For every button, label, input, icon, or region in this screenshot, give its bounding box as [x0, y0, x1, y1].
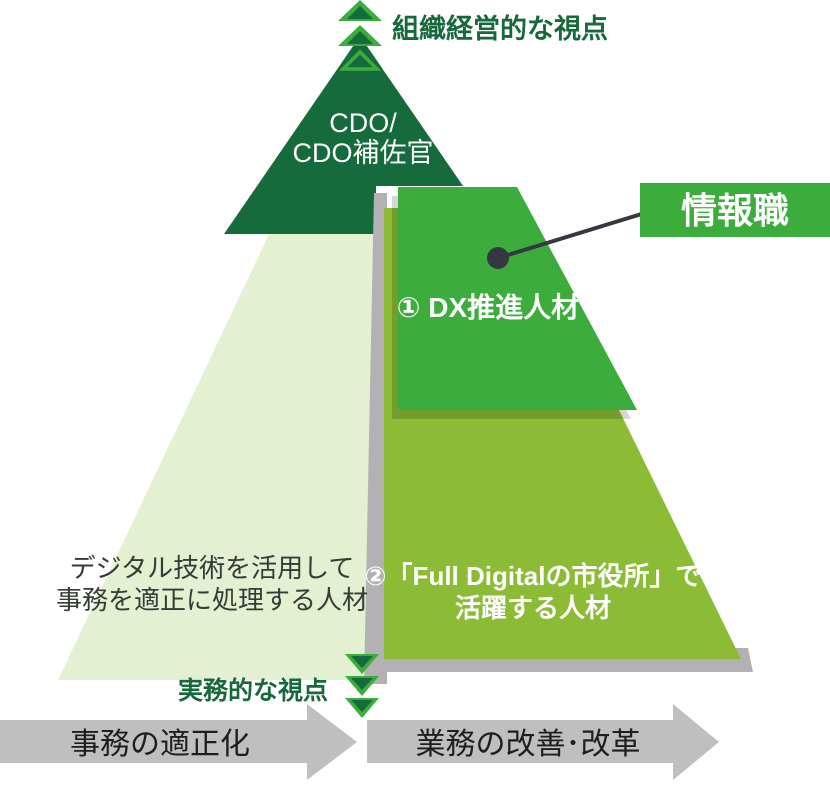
base-talent-label-line2: 事務を適正に処理する人材: [56, 585, 368, 615]
cdo-label-line1: CDO/: [329, 108, 397, 138]
full-digital-label-line2: 活躍する人材: [455, 593, 611, 623]
down-arrow-3-inner-icon: [351, 700, 373, 712]
dx-layer: [398, 187, 637, 410]
base-talent-label-line1: デジタル技術を活用して: [70, 553, 355, 583]
down-arrow-1-inner-icon: [351, 656, 373, 668]
up-arrow-2-inner-icon: [347, 31, 373, 44]
callout-label: 情報職: [681, 190, 789, 231]
dx-talent-label: ① DX推進人材: [397, 292, 579, 323]
left-flow-arrow-label: 事務の適正化: [70, 728, 250, 761]
apex-outline-arrow-icon: [338, 49, 382, 71]
left-flow-arrow: [0, 704, 357, 780]
top-perspective-label: 組織経営的な視点: [392, 13, 608, 44]
left-shadow-strip: [364, 193, 387, 684]
full-digital-label-line1: ②「Full Digitalの市役所」で: [365, 561, 702, 591]
callout-box: [640, 183, 830, 237]
bottom-perspective-label: 実務的な視点: [178, 676, 328, 705]
down-arrow-2-inner-icon: [351, 678, 373, 690]
right-flow-arrow-label: 業務の改善･改革: [416, 728, 641, 761]
leader-line: [497, 210, 649, 260]
cdo-apex-triangle: [224, 36, 496, 234]
cdo-label-line2: CDO補佐官: [293, 138, 434, 168]
leader-dot: [487, 247, 509, 269]
right-flow-arrow: [367, 704, 719, 780]
up-arrow-1-inner-icon: [347, 6, 373, 19]
